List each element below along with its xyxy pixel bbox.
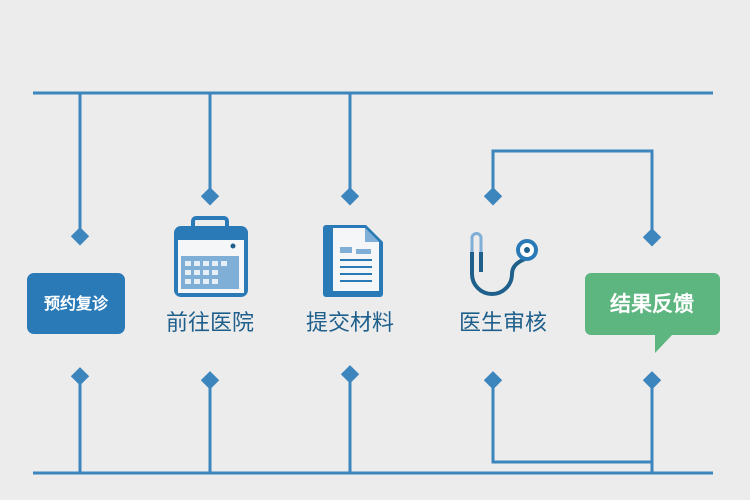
diamond-icon <box>70 227 90 246</box>
step-submit-materials: 提交材料 <box>306 225 394 336</box>
speech-bubble <box>585 273 720 353</box>
diamond-icon <box>200 187 220 206</box>
step-label: 医生审核 <box>459 311 547 336</box>
diamond-icon <box>483 187 503 206</box>
document-icon <box>323 225 383 297</box>
diamond-icon <box>340 187 360 206</box>
step-go-hospital: 前往医院 <box>166 216 254 336</box>
step-label: 提交材料 <box>306 311 394 336</box>
diamond-icon <box>642 371 662 390</box>
step-label: 预约复诊 <box>44 294 109 313</box>
calendar-icon <box>174 216 248 297</box>
feedback-bracket-top <box>491 149 654 238</box>
stethoscope-icon <box>470 232 538 296</box>
step-doctor-review: 医生审核 <box>459 232 547 336</box>
feedback-bracket-bottom <box>491 381 652 464</box>
step-label: 前往医院 <box>166 311 254 336</box>
diamond-icon <box>483 371 503 390</box>
diamond-markers <box>70 187 662 390</box>
step-result-feedback: 结果反馈 <box>585 273 720 353</box>
diamond-icon <box>340 365 360 384</box>
step-book-revisit: 预约复诊 <box>27 273 125 334</box>
connector-lines <box>33 91 713 475</box>
step-box <box>27 273 125 334</box>
diamond-icon <box>200 371 220 390</box>
diamond-icon <box>642 228 662 247</box>
diamond-icon <box>70 367 90 386</box>
step-label: 结果反馈 <box>610 292 694 316</box>
